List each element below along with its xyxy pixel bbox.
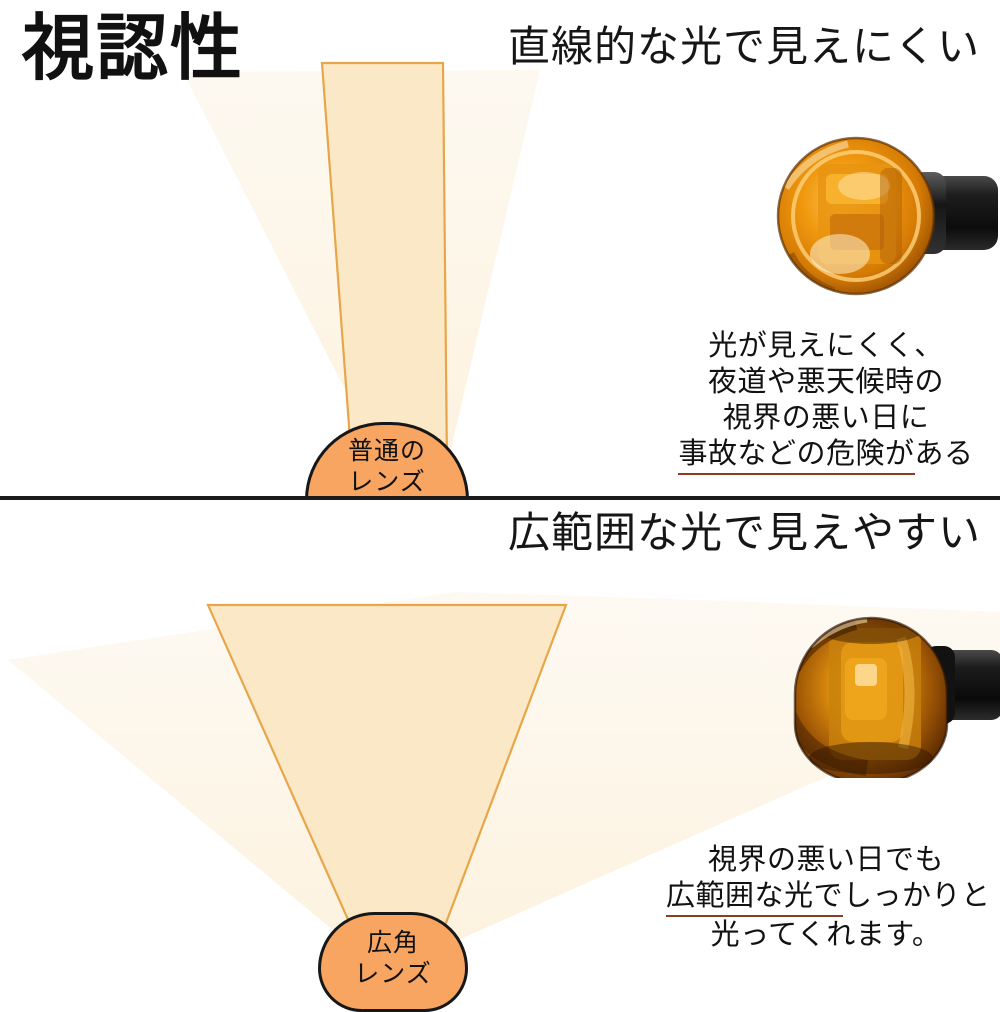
top-caption: 光が見えにくく、 夜道や悪天候時の 視界の悪い日に 事故などの危険がある <box>666 328 986 475</box>
top-section-heading: 直線的な光で見えにくい <box>508 25 981 71</box>
top-outer-cone <box>183 70 540 470</box>
top-caption-underlined: 事故などの危険が <box>678 436 915 475</box>
bottom-caption: 視界の悪い日でも 広範囲な光でしっかりと 光ってくれます。 <box>666 842 990 953</box>
top-caption-plain: ある <box>914 438 974 470</box>
top-caption-line-1: 光が見えにくく、 <box>708 330 944 362</box>
domed-turn-signal-lamp-image <box>793 616 1000 778</box>
top-caption-line-4: 事故などの危険がある <box>666 436 986 475</box>
normal-lens-label-line2: レンズ <box>348 468 426 496</box>
bottom-caption-line-3: 光ってくれます。 <box>710 919 942 951</box>
lamp-internal-detail <box>783 140 921 294</box>
bottom-caption-plain: しっかりと <box>843 880 991 912</box>
top-beam-group <box>183 61 540 470</box>
bottom-inner-cone <box>206 603 568 946</box>
wide-lens-label-line2: レンズ <box>354 961 432 988</box>
round-turn-signal-lamp-image <box>776 136 998 296</box>
normal-lens-label-line1: 普通の <box>347 437 426 465</box>
bottom-caption-underlined: 広範囲な光で <box>666 878 844 917</box>
bottom-section-heading: 広範囲な光で見えやすい <box>508 511 982 557</box>
bottom-caption-line-1: 視界の悪い日でも <box>707 844 944 876</box>
page-title: 視認性 <box>22 9 245 89</box>
wide-angle-lens-dome: 広角 レンズ <box>318 912 468 1012</box>
wide-lens-label-line1: 広角 <box>366 930 419 957</box>
top-caption-line-3: 視界の悪い日に <box>722 402 930 434</box>
top-caption-line-2: 夜道や悪天候時の <box>707 366 944 398</box>
top-inner-cone <box>320 61 449 468</box>
normal-lens-dome: 普通の レンズ <box>305 422 469 500</box>
bottom-caption-line-2: 広範囲な光でしっかりと <box>666 878 990 917</box>
section-divider <box>0 496 1000 500</box>
